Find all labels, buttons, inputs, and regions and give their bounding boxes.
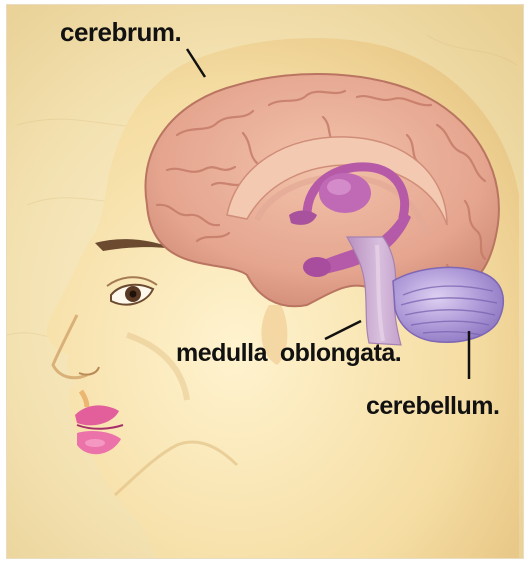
cerebellum xyxy=(393,267,503,342)
amygdala xyxy=(303,257,331,277)
label-cerebrum: cerebrum. xyxy=(60,19,181,45)
label-cerebellum: cerebellum. xyxy=(366,394,499,419)
head-brain-illustration xyxy=(7,5,523,558)
cerebellum-shape xyxy=(393,267,503,342)
illustration-frame xyxy=(6,4,524,559)
label-medulla-oblongata: medulla oblongata. xyxy=(176,341,401,366)
